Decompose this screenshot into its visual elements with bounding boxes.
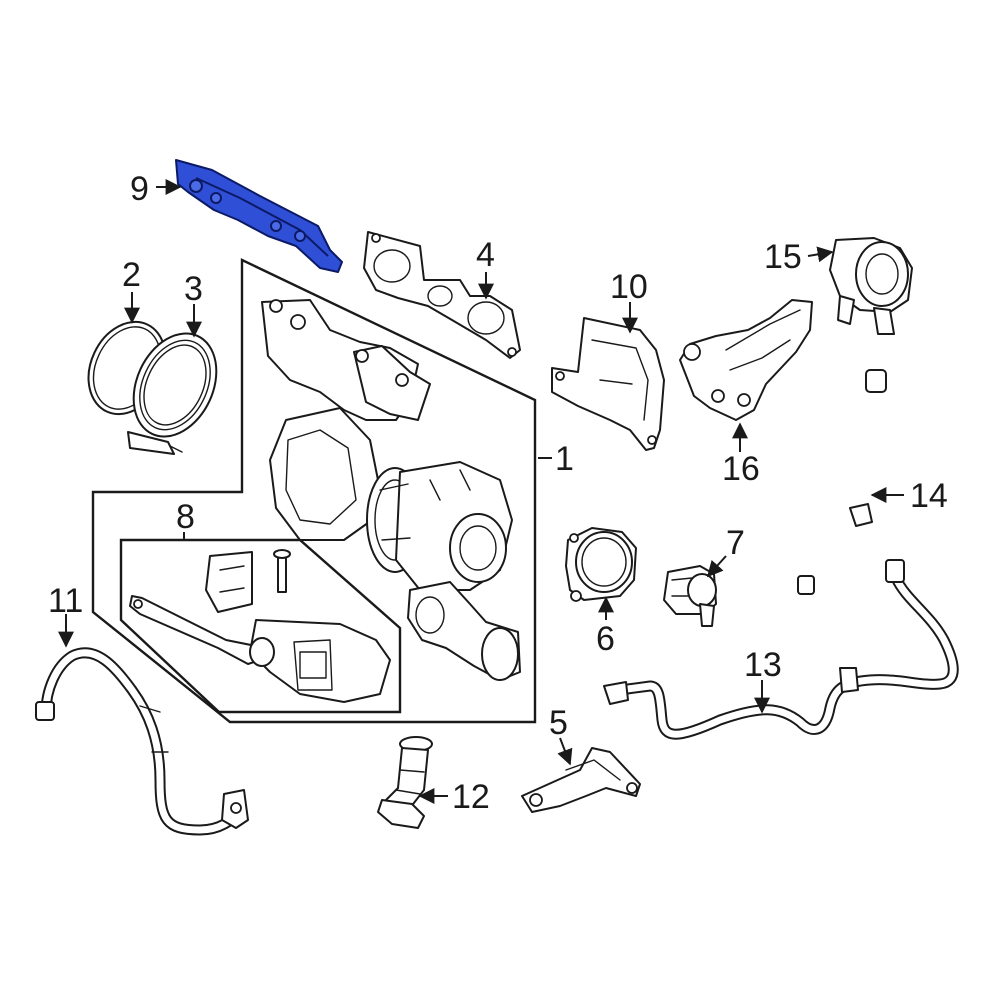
- part-13-coolant-pipe[interactable]: [603, 559, 959, 740]
- callout-16: 16: [722, 450, 760, 488]
- callout-11: 11: [48, 582, 83, 620]
- part-9-heat-shield[interactable]: [175, 159, 343, 273]
- callout-labels: 1 2 3 4 5 6 7 8 9 10 11 12 13 14 15 16: [48, 170, 948, 816]
- callout-5: 5: [549, 704, 568, 742]
- leader-lines: [58, 179, 904, 804]
- part-15-water-pump[interactable]: [829, 237, 913, 335]
- part-7-sensor[interactable]: [663, 565, 717, 627]
- callout-15: 15: [764, 238, 802, 276]
- leader-15: [807, 246, 834, 263]
- callout-6: 6: [596, 620, 615, 658]
- part-3-clamp[interactable]: [118, 320, 233, 455]
- leader-5: [557, 737, 573, 766]
- part-5-support-bracket[interactable]: [521, 747, 641, 813]
- part-8-actuator[interactable]: [129, 549, 391, 703]
- part-6-seal-cover[interactable]: [565, 527, 637, 602]
- part-10-heat-shield[interactable]: [551, 317, 665, 451]
- callout-3: 3: [184, 270, 203, 308]
- callout-4: 4: [476, 236, 495, 274]
- part-12-oil-return[interactable]: [377, 736, 433, 829]
- assembly-frame: [91, 258, 537, 724]
- callout-12: 12: [452, 778, 490, 816]
- part-14-coolant-hose[interactable]: [797, 369, 898, 595]
- callout-2: 2: [122, 256, 141, 294]
- callout-10: 10: [610, 268, 648, 306]
- callout-13: 13: [744, 646, 782, 684]
- leader-7: [706, 555, 727, 578]
- part-4-gasket[interactable]: [363, 231, 521, 359]
- callout-14: 14: [910, 477, 948, 515]
- part-11-oil-line[interactable]: [35, 647, 249, 836]
- callout-1: 1: [555, 440, 574, 478]
- part-1-turbocharger[interactable]: [261, 299, 521, 681]
- callout-8: 8: [176, 498, 195, 536]
- callout-7: 7: [726, 524, 745, 562]
- part-16-bracket[interactable]: [679, 299, 813, 421]
- callout-9: 9: [130, 170, 149, 208]
